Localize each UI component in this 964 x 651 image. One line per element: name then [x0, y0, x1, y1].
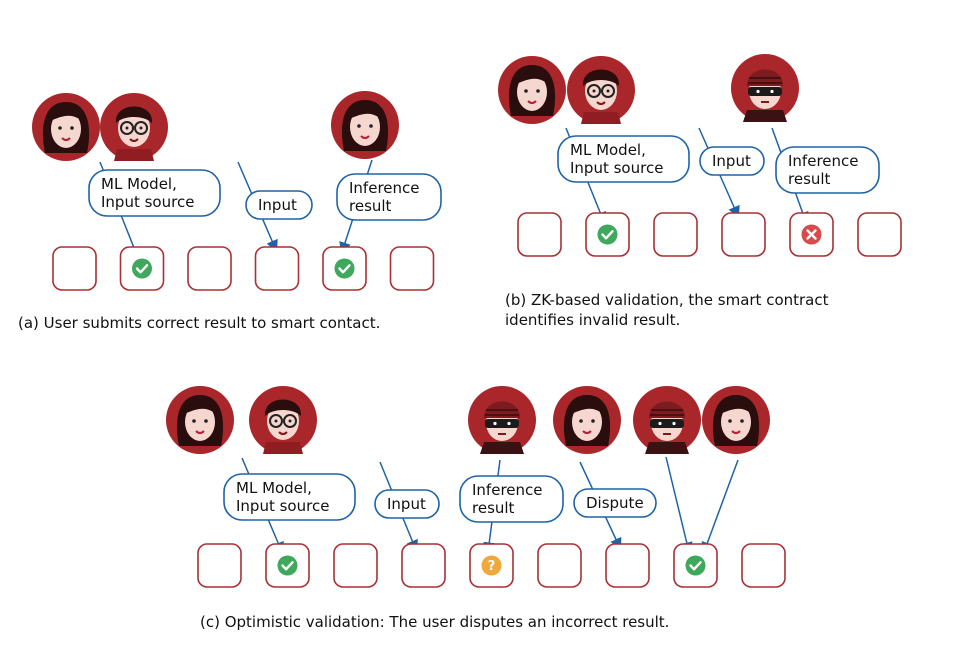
block-c-7	[605, 543, 650, 588]
svg-text:Inference: Inference	[349, 179, 420, 197]
caption-a: (a) User submits correct result to smart…	[18, 314, 381, 332]
man-glasses-avatar-icon	[249, 386, 317, 454]
woman-avatar-icon	[32, 93, 100, 161]
svg-text:ML Model,: ML Model,	[101, 175, 177, 193]
man-glasses-avatar-icon	[567, 56, 635, 124]
thief-avatar-icon	[633, 386, 701, 454]
svg-text:Input source: Input source	[570, 159, 663, 177]
question-icon: ?	[481, 555, 502, 576]
check-icon	[132, 258, 152, 279]
svg-text:Input: Input	[387, 495, 426, 513]
woman-avatar-icon	[166, 386, 234, 454]
svg-text:Input: Input	[258, 196, 297, 214]
svg-text:result: result	[788, 170, 831, 188]
arrow-user-c	[701, 459, 739, 555]
bubble-ml-model-b: ML Model,Input source	[557, 135, 690, 183]
block-b-6	[857, 212, 902, 257]
woman-avatar-icon	[702, 386, 770, 454]
caption-c: (c) Optimistic validation: The user disp…	[200, 613, 670, 631]
bubble-input-b: Input	[699, 146, 765, 176]
caption-b-line1: (b) ZK-based validation, the smart contr…	[505, 291, 829, 309]
block-a-6	[389, 246, 435, 291]
svg-text:Input: Input	[712, 152, 751, 170]
bubble-dispute-c: Dispute	[573, 488, 657, 518]
svg-text:ML Model,: ML Model,	[570, 141, 646, 159]
bubble-input-c: Input	[374, 489, 440, 519]
check-icon	[597, 224, 618, 245]
woman-avatar-icon	[331, 91, 399, 159]
svg-text:result: result	[349, 197, 392, 215]
bubble-ml-model-c: ML Model,Input source	[223, 473, 356, 521]
block-c-4	[401, 543, 446, 588]
caption-b-line2: identifies invalid result.	[505, 311, 681, 329]
man-glasses-avatar-icon	[100, 93, 168, 161]
block-c-6	[537, 543, 582, 588]
thief-avatar-icon	[731, 54, 799, 122]
woman-avatar-icon	[498, 56, 566, 124]
check-icon	[334, 258, 355, 279]
woman-avatar-icon	[553, 386, 621, 454]
block-c-1	[197, 543, 242, 588]
block-b-1	[517, 212, 562, 257]
bubble-ml-model-a: ML Model,Input source	[88, 169, 221, 217]
svg-text:result: result	[472, 499, 515, 517]
bubble-input-a: Input	[245, 190, 313, 220]
block-b-4	[721, 212, 766, 257]
block-a-4	[254, 246, 300, 291]
check-icon	[685, 555, 706, 576]
block-b-3	[653, 212, 698, 257]
svg-text:Input source: Input source	[101, 193, 194, 211]
check-icon	[277, 555, 298, 576]
block-c-3	[333, 543, 378, 588]
block-a-3	[187, 246, 232, 291]
block-a-1	[52, 246, 97, 291]
svg-text:Inference: Inference	[788, 152, 859, 170]
cross-icon	[801, 224, 822, 245]
svg-text:?: ?	[488, 559, 496, 574]
thief-avatar-icon	[468, 386, 536, 454]
arrow-thief-c	[665, 456, 693, 555]
svg-text:Input source: Input source	[236, 497, 329, 515]
svg-text:ML Model,: ML Model,	[236, 479, 312, 497]
svg-text:Dispute: Dispute	[586, 494, 644, 512]
block-c-9	[741, 543, 786, 588]
svg-text:Inference: Inference	[472, 481, 543, 499]
